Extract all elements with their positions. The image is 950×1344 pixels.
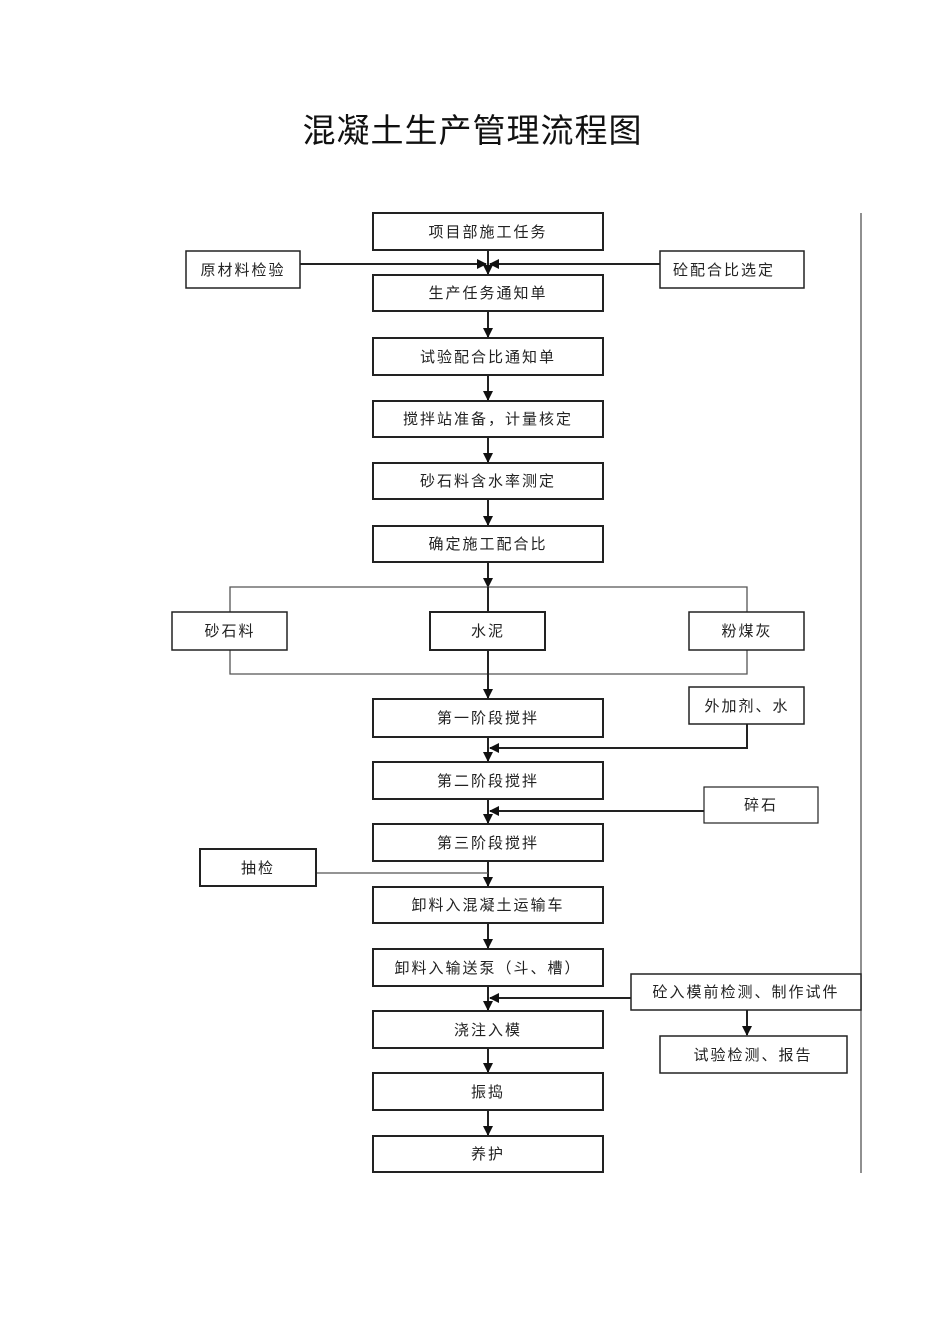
mix-selection-box: 砼配合比选定: [659, 250, 805, 289]
step-pour: 浇注入模: [372, 1010, 604, 1049]
pre-pour-test-box: 砼入模前检测、制作试件: [630, 973, 862, 1011]
sampling-box: 抽检: [199, 848, 317, 887]
crushed-stone-box: 碎石: [703, 786, 819, 824]
box-label: 抽检: [241, 859, 275, 877]
step-label: 第三阶段搅拌: [437, 834, 539, 852]
step-label: 确定施工配合比: [428, 535, 547, 553]
step-unload-pump: 卸料入输送泵（斗、槽）: [372, 948, 604, 987]
sand-gravel-box: 砂石料: [171, 611, 288, 651]
step-vibrate: 振捣: [372, 1072, 604, 1111]
step-confirm-mix: 确定施工配合比: [372, 525, 604, 563]
step-mix-stage-1: 第一阶段搅拌: [372, 698, 604, 738]
step-station-prep: 搅拌站准备，计量核定: [372, 400, 604, 438]
step-label: 生产任务通知单: [428, 284, 547, 302]
step-label: 第一阶段搅拌: [437, 709, 539, 727]
box-label: 碎石: [744, 796, 778, 814]
box-label: 外加剂、水: [704, 697, 789, 715]
cement-box: 水泥: [429, 611, 546, 651]
step-label: 项目部施工任务: [428, 223, 547, 241]
step-label: 养护: [471, 1145, 505, 1163]
step-moisture-test: 砂石料含水率测定: [372, 462, 604, 500]
box-label: 水泥: [471, 622, 505, 640]
step-production-notice: 生产任务通知单: [372, 274, 604, 312]
raw-material-check-box: 原材料检验: [185, 250, 301, 289]
step-label: 卸料入混凝土运输车: [411, 896, 564, 914]
step-label: 振捣: [471, 1083, 505, 1101]
step-curing: 养护: [372, 1135, 604, 1173]
step-label: 卸料入输送泵（斗、槽）: [394, 959, 581, 977]
step-label: 浇注入模: [454, 1021, 522, 1039]
page-title: 混凝土生产管理流程图: [302, 111, 643, 150]
step-label: 砂石料含水率测定: [420, 472, 556, 490]
step-unload-truck: 卸料入混凝土运输车: [372, 886, 604, 924]
box-label: 砼入模前检测、制作试件: [652, 983, 839, 1001]
step-label: 第二阶段搅拌: [437, 772, 539, 790]
step-mix-notice: 试验配合比通知单: [372, 337, 604, 376]
box-label: 试验检测、报告: [693, 1046, 812, 1064]
box-label: 砼配合比选定: [673, 261, 775, 279]
fly-ash-box: 粉煤灰: [688, 611, 805, 651]
step-project-task: 项目部施工任务: [372, 212, 604, 251]
admixture-water-box: 外加剂、水: [688, 686, 805, 725]
step-label: 试验配合比通知单: [420, 348, 556, 366]
step-mix-stage-3: 第三阶段搅拌: [372, 823, 604, 862]
connectors: [229, 250, 752, 1136]
box-label: 砂石料: [204, 622, 255, 640]
box-label: 粉煤灰: [721, 622, 772, 640]
test-report-box: 试验检测、报告: [659, 1035, 848, 1074]
step-label: 搅拌站准备，计量核定: [403, 410, 573, 428]
box-label: 原材料检验: [200, 261, 285, 279]
step-mix-stage-2: 第二阶段搅拌: [372, 761, 604, 800]
